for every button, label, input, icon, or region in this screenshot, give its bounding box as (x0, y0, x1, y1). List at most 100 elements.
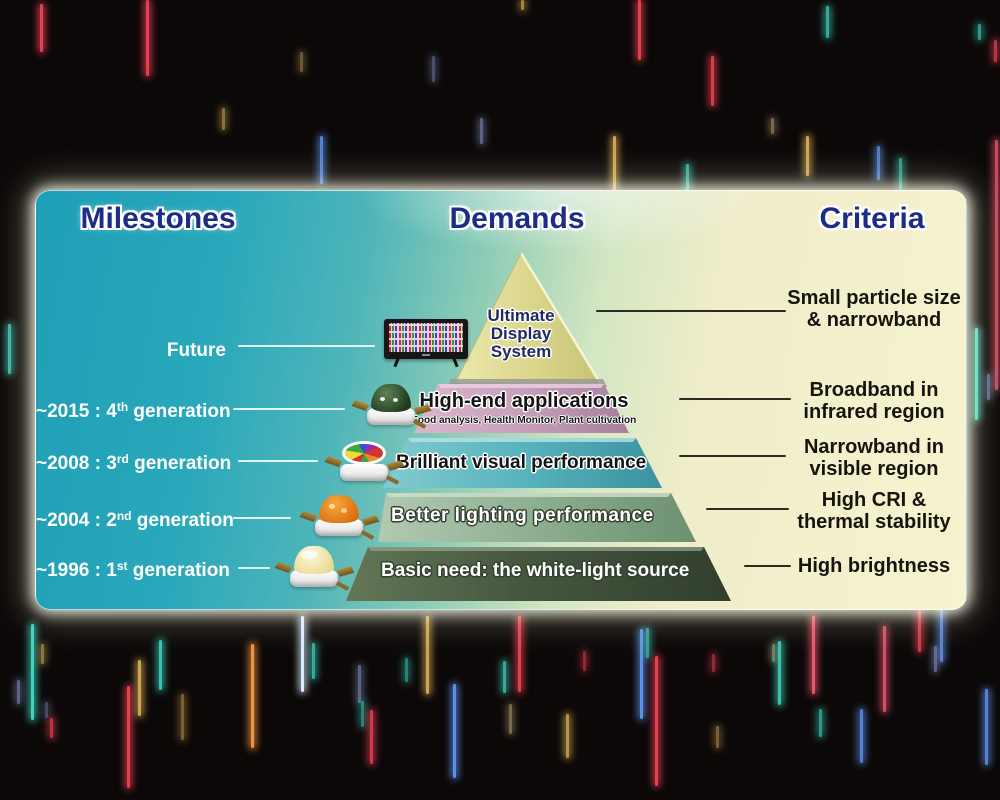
led-base (340, 464, 388, 481)
neon-streak (159, 640, 162, 690)
criteria-connector-line (706, 508, 789, 510)
neon-streak (301, 616, 304, 692)
pyramid-band-lighting (378, 493, 696, 542)
neon-streak (312, 643, 315, 679)
neon-streak (453, 684, 456, 778)
neon-streak (686, 164, 689, 192)
pyramid-graphic (346, 252, 731, 601)
neon-streak (994, 40, 997, 62)
neon-streak (45, 702, 48, 718)
pyramid-band-sublabel: Food analysis, Health Monitor, Plant cul… (411, 415, 637, 426)
neon-streak (566, 714, 569, 758)
neon-streak (638, 0, 641, 60)
neon-streak (772, 644, 775, 662)
criteria-connector-line (679, 398, 791, 400)
led-dome-green (371, 384, 411, 412)
display-icon (384, 319, 468, 368)
neon-streak (480, 118, 483, 144)
neon-streak (819, 709, 822, 737)
milestone-label-4th-gen: ~2015 : 4th generation (36, 400, 231, 422)
pyramid-band-label: High-end applications (419, 390, 629, 412)
neon-streak (778, 641, 781, 705)
pyramid-band-label: Brilliant visual performance (396, 452, 647, 473)
neon-streak (613, 136, 616, 190)
neon-streak (826, 6, 829, 38)
infographic-panel: Milestones Demands Criteria (35, 190, 967, 610)
milestone-label-3rd-gen: ~2008 : 3rd generation (36, 452, 232, 474)
led-3rd-gen-icon (324, 439, 405, 485)
pyramid-level-top (455, 253, 600, 383)
neon-streak (877, 146, 880, 180)
criteria-label-particle: Small particle size& narrowband (787, 287, 961, 331)
neon-streak (521, 0, 524, 10)
display-foot (393, 357, 400, 368)
milestone-label-1st-gen: ~1996 : 1st generation (36, 559, 230, 581)
led-2nd-gen-icon (299, 494, 380, 540)
criteria-label-cri: High CRI &thermal stability (797, 489, 951, 533)
neon-streak (17, 680, 20, 704)
pyramid-band-label: Better lighting performance (391, 505, 654, 526)
led-base (315, 519, 363, 536)
neon-streak (370, 710, 373, 764)
neon-streak (860, 709, 863, 763)
column-header-milestones: Milestones (80, 202, 236, 235)
led-dome-orange (319, 495, 359, 523)
neon-streak (934, 646, 937, 672)
neon-streak (995, 140, 998, 390)
neon-streak (646, 628, 649, 658)
neon-streak (222, 108, 225, 130)
criteria-label-brightness: High brightness (797, 555, 951, 577)
milestone-label-2nd-gen: ~2004 : 2nd generation (36, 509, 234, 531)
milestone-connector-line (238, 460, 318, 462)
column-header-demands: Demands (449, 202, 585, 235)
neon-streak (987, 374, 990, 400)
milestone-connector-line (233, 408, 345, 410)
neon-streak (146, 0, 149, 76)
neon-streak (975, 328, 978, 420)
display-foot (452, 357, 459, 368)
neon-streak (712, 654, 715, 672)
neon-streak (985, 689, 988, 765)
neon-streak (518, 616, 521, 692)
neon-streak (426, 616, 429, 694)
neon-streak (940, 604, 943, 662)
led-base (290, 570, 338, 587)
neon-streak (138, 660, 141, 716)
neon-streak (251, 644, 254, 748)
display-frame (384, 319, 468, 359)
neon-streak (771, 118, 774, 134)
neon-streak (918, 610, 921, 652)
neon-streak (320, 136, 323, 184)
pyramid-band-label: Basic need: the white-light source (381, 560, 690, 581)
criteria-connector-line (679, 455, 786, 457)
neon-streak (50, 718, 53, 738)
criteria-connector-line (596, 310, 786, 312)
neon-streak (509, 704, 512, 734)
neon-streak (300, 52, 303, 72)
neon-streak (31, 624, 34, 720)
neon-streak (812, 616, 815, 694)
milestone-connector-line (238, 567, 270, 569)
criteria-connector-line (744, 565, 791, 567)
neon-streak (503, 661, 506, 693)
led-1st-gen-icon (274, 545, 355, 591)
led-base (367, 408, 415, 425)
neon-streak (640, 629, 643, 719)
pyramid-band-high-end (414, 384, 629, 433)
neon-streak (432, 56, 435, 82)
column-header-criteria: Criteria (819, 202, 925, 235)
neon-streak (883, 626, 886, 712)
neon-streak (806, 136, 809, 176)
milestone-connector-line (233, 517, 291, 519)
neon-streak (583, 651, 586, 671)
display-rgb-screen (389, 323, 463, 352)
neon-streak (655, 656, 658, 786)
pyramid-band-visual (383, 438, 662, 488)
display-logo (422, 354, 430, 356)
neon-streak (181, 694, 184, 740)
led-4th-gen-icon (351, 383, 432, 429)
pyramid-band-basic (346, 547, 731, 601)
